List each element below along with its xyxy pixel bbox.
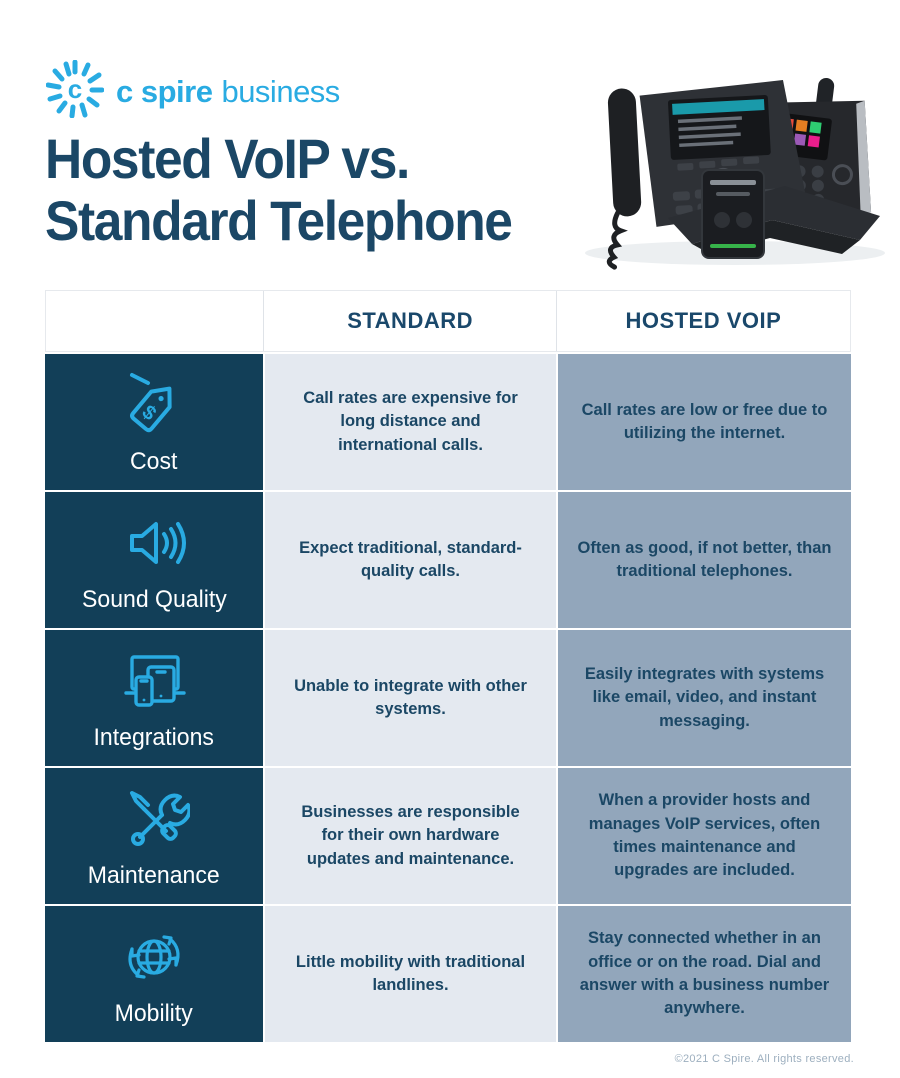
tools-icon bbox=[118, 783, 192, 855]
standard-cell: Expect traditional, standard-quality cal… bbox=[265, 492, 556, 628]
standard-text: Expect traditional, standard-quality cal… bbox=[299, 538, 522, 580]
page-title-line1: Hosted VoIP vs. bbox=[45, 127, 410, 190]
standard-cell: Little mobility with traditional landlin… bbox=[265, 906, 556, 1042]
table-row-mobility: Mobility Little mobility with traditiona… bbox=[45, 906, 851, 1042]
brand-logo: c c spire business bbox=[45, 59, 340, 123]
standard-text: Businesses are responsible for their own… bbox=[301, 802, 520, 868]
row-label-cell: Integrations bbox=[45, 630, 263, 766]
header-cell-empty bbox=[46, 291, 263, 351]
row-label: Maintenance bbox=[88, 861, 220, 889]
hosted-voip-text: When a provider hosts and manages VoIP s… bbox=[588, 791, 821, 880]
price-tag-icon: $ bbox=[118, 369, 190, 441]
header-cell-hosted-voip: HOSTED VOIP bbox=[555, 291, 850, 351]
standard-cell: Call rates are expensive for long distan… bbox=[265, 354, 556, 490]
row-label: Integrations bbox=[93, 723, 215, 751]
standard-cell: Unable to integrate with other systems. bbox=[265, 630, 556, 766]
row-label: Sound Quality bbox=[81, 585, 227, 613]
table-row-sound-quality: Sound Quality Expect traditional, standa… bbox=[45, 492, 851, 628]
row-label-cell: Maintenance bbox=[45, 768, 263, 904]
row-label-cell: Mobility bbox=[45, 906, 263, 1042]
row-label: Mobility bbox=[114, 999, 194, 1027]
hosted-voip-cell: Call rates are low or free due to utiliz… bbox=[558, 354, 851, 490]
voip-phones-image bbox=[560, 58, 890, 270]
table-header-row: STANDARD HOSTED VOIP bbox=[45, 290, 851, 352]
conference-phone bbox=[668, 169, 880, 259]
standard-text: Call rates are expensive for long distan… bbox=[303, 388, 518, 454]
globe-arrows-icon bbox=[118, 921, 190, 993]
svg-text:c: c bbox=[68, 74, 82, 104]
speaker-icon bbox=[118, 507, 190, 579]
table-row-maintenance: Maintenance Businesses are responsible f… bbox=[45, 768, 851, 904]
copyright-notice: ©2021 C Spire. All rights reserved. bbox=[674, 1053, 854, 1065]
hosted-voip-text: Stay connected whether in an office or o… bbox=[579, 929, 830, 1018]
desk-phone-left bbox=[606, 80, 808, 270]
row-label-cell: Sound Quality bbox=[45, 492, 263, 628]
table-row-integrations: Integrations Unable to integrate with ot… bbox=[45, 630, 851, 766]
brand-name-secondary: business bbox=[221, 73, 340, 109]
hosted-voip-cell: When a provider hosts and manages VoIP s… bbox=[558, 768, 851, 904]
standard-cell: Businesses are responsible for their own… bbox=[265, 768, 556, 904]
hosted-voip-cell: Stay connected whether in an office or o… bbox=[558, 906, 851, 1042]
hosted-voip-text: Often as good, if not better, than tradi… bbox=[577, 538, 832, 580]
brand-name-primary: c spire bbox=[116, 73, 213, 109]
comparison-table: STANDARD HOSTED VOIP $ Cost Call rates a… bbox=[45, 290, 851, 1042]
row-label-cell: $ Cost bbox=[45, 354, 263, 490]
starburst-icon: c bbox=[45, 59, 105, 123]
hosted-voip-text: Call rates are low or free due to utiliz… bbox=[581, 400, 828, 442]
hosted-voip-text: Easily integrates with systems like emai… bbox=[584, 664, 825, 730]
page-title-line2: Standard Telephone bbox=[45, 188, 513, 252]
hosted-voip-cell: Easily integrates with systems like emai… bbox=[558, 630, 851, 766]
hosted-voip-cell: Often as good, if not better, than tradi… bbox=[558, 492, 851, 628]
devices-icon bbox=[118, 645, 190, 717]
standard-text: Unable to integrate with other systems. bbox=[294, 676, 527, 718]
standard-text: Little mobility with traditional landlin… bbox=[295, 952, 526, 994]
table-row-cost: $ Cost Call rates are expensive for long… bbox=[45, 354, 851, 490]
header-cell-standard: STANDARD bbox=[263, 291, 555, 351]
row-label: Cost bbox=[130, 447, 178, 475]
page-title: Hosted VoIP vs. Standard Telephone bbox=[45, 127, 513, 252]
brand-name: c spire business bbox=[116, 74, 340, 110]
